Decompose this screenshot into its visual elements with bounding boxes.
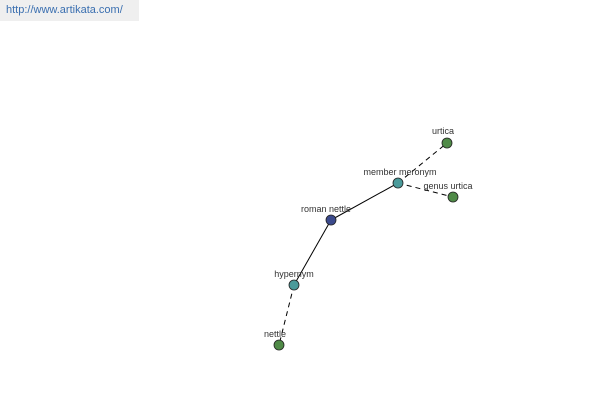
edge-member-meronym-genus-urtica <box>397 182 454 198</box>
label-urtica[interactable]: urtica <box>432 126 454 136</box>
node-genus-urtica[interactable] <box>447 191 459 203</box>
graph-nodes <box>273 137 459 351</box>
site-url-banner[interactable]: http://www.artikata.com/ <box>0 0 139 21</box>
graph-labels: roman nettle member meronym hypernym urt… <box>264 126 473 339</box>
label-genus-urtica[interactable]: genus urtica <box>423 181 472 191</box>
edge-member-meronym-urtica <box>397 142 448 184</box>
node-nettle[interactable] <box>273 339 285 351</box>
label-hypernym[interactable]: hypernym <box>274 269 314 279</box>
edge-hypernym-nettle <box>278 284 295 346</box>
label-roman-nettle[interactable]: roman nettle <box>301 204 351 214</box>
node-hypernym[interactable] <box>288 279 300 291</box>
edge-roman-nettle-hypernym <box>293 219 332 286</box>
label-nettle[interactable]: nettle <box>264 329 286 339</box>
node-urtica[interactable] <box>441 137 453 149</box>
graph-edges <box>278 142 454 346</box>
node-member-meronym[interactable] <box>392 177 404 189</box>
edge-roman-nettle-member-meronym <box>330 182 399 221</box>
label-member-meronym[interactable]: member meronym <box>363 167 436 177</box>
node-roman-nettle[interactable] <box>325 214 337 226</box>
